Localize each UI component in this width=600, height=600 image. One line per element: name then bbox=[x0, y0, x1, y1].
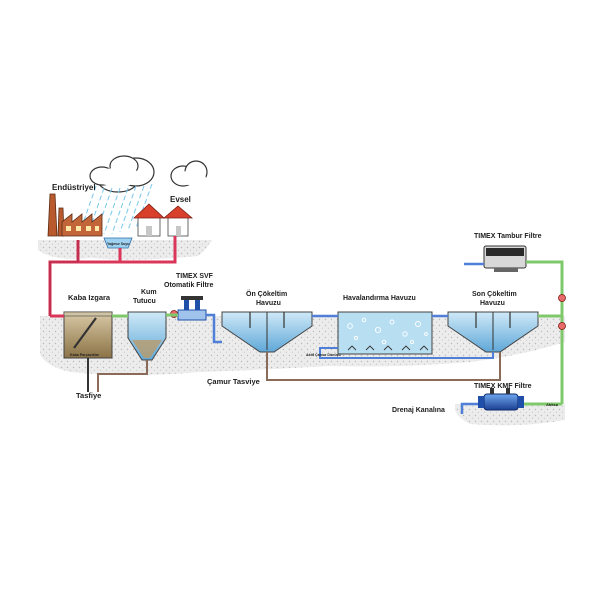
drainage-label: Drenaj Kanalına bbox=[392, 407, 445, 414]
right-ground bbox=[455, 404, 565, 426]
primary-label-1: Ön Çökeltim bbox=[246, 289, 287, 298]
secondary-label-2: Havuzu bbox=[480, 300, 505, 307]
sludge-return-label: Aktif Çamur Dönüşü bbox=[306, 353, 341, 357]
coarse-screen-label: Kaba Izgara bbox=[68, 293, 111, 302]
house-icon bbox=[132, 203, 166, 237]
return-label: Atıksu bbox=[546, 402, 559, 407]
sludge-return-pipe bbox=[319, 347, 494, 359]
secondary-label-1: Son Çökeltim bbox=[472, 291, 517, 298]
upper-ground bbox=[38, 240, 212, 260]
aeration-label: Havalandırma Havuzu bbox=[343, 295, 416, 302]
valve-icon bbox=[558, 294, 566, 302]
sludge-pipe bbox=[97, 352, 501, 392]
disposal-label: Tasfiye bbox=[76, 391, 101, 400]
coarse-particles-label: Kaba Parçacıklar bbox=[70, 353, 100, 357]
primary-label-2: Havuzu bbox=[256, 300, 281, 307]
industrial-label: Endüstriyel bbox=[52, 183, 96, 192]
rain-water-label: Yağmur Suyu bbox=[107, 242, 129, 246]
grit-chamber-tank bbox=[127, 311, 167, 361]
coarse-screen-tank bbox=[63, 311, 113, 359]
house-icon bbox=[162, 205, 194, 237]
domestic-label: Evsel bbox=[170, 195, 191, 204]
svf-label-1: TIMEX SVF bbox=[176, 273, 214, 280]
kmf-filter-label: TIMEX KMF Filtre bbox=[474, 383, 532, 390]
rain-cloud-icon bbox=[89, 155, 155, 193]
svf-label-2: Otomatik Filtre bbox=[164, 282, 214, 289]
grit-label-1: Kum bbox=[141, 289, 157, 296]
cloud-icon bbox=[170, 160, 208, 187]
primary-clarifier-tank bbox=[221, 311, 313, 353]
sludge-treatment-label: Çamur Tasviye bbox=[207, 377, 260, 386]
drum-filter-unit bbox=[483, 245, 527, 272]
main-ground bbox=[40, 316, 565, 375]
kmf-to-drainage-pipe bbox=[460, 402, 478, 414]
valve-icon bbox=[558, 322, 566, 330]
drum-filter-label: TIMEX Tambur Filtre bbox=[474, 233, 542, 240]
factory-icon bbox=[47, 193, 103, 237]
clean-water-pipe bbox=[518, 260, 564, 406]
kmf-filter-unit bbox=[478, 388, 524, 411]
wastewater-pipe-outline bbox=[49, 240, 79, 316]
grit-label-2: Tutucu bbox=[133, 298, 156, 305]
svf-to-primary-pipe bbox=[206, 313, 222, 344]
aeration-tank bbox=[337, 311, 433, 355]
rain-water-basin bbox=[103, 237, 133, 249]
